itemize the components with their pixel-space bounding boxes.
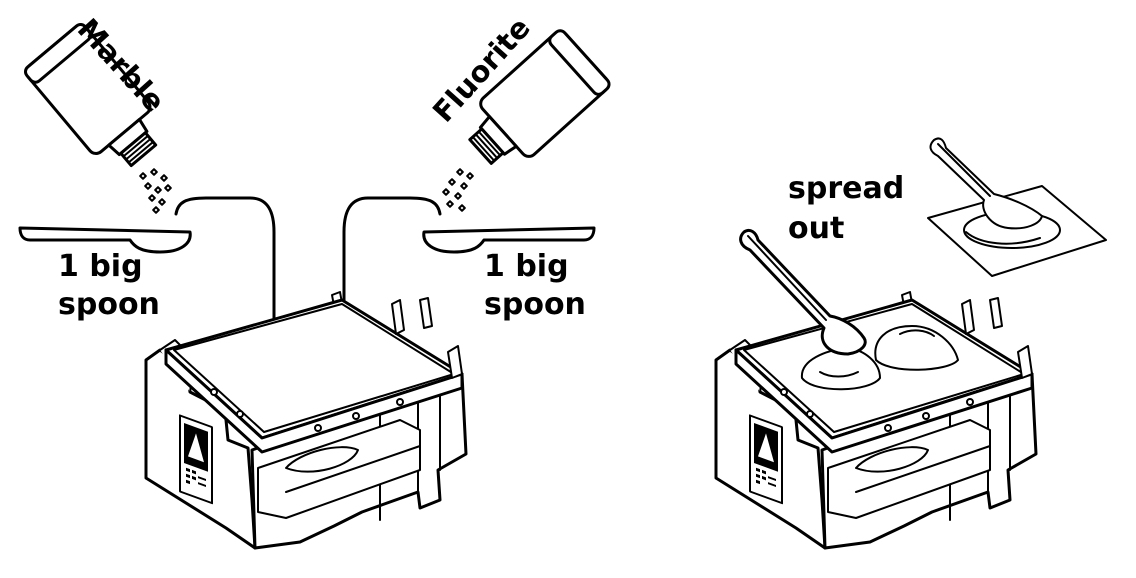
arrow-left-icon — [174, 196, 276, 354]
powder-particles-left — [139, 168, 172, 214]
inset-spreading-icon — [927, 137, 1107, 277]
tray-stand-left-icon — [144, 290, 468, 550]
right-panel: spread out — [714, 137, 1107, 550]
powder-mounds-icon — [800, 325, 959, 391]
spoon-left-icon — [18, 226, 192, 254]
spoon-right-line2: spoon — [484, 287, 586, 322]
spoon-right-icon — [422, 226, 596, 254]
spread-out-line2: out — [788, 211, 844, 246]
spatula-icon — [739, 228, 867, 356]
spoon-left-line1: 1 big — [58, 249, 143, 284]
tray-stand-right-icon — [714, 290, 1038, 550]
spread-out-line1: spread — [788, 171, 904, 206]
spoon-left-line2: spoon — [58, 287, 160, 322]
spoon-right-line1: 1 big — [484, 249, 569, 284]
powder-particles-right — [442, 168, 474, 212]
left-panel: Marble 1 big spoon Fluorite — [18, 11, 614, 550]
arrow-right-icon — [342, 196, 442, 354]
